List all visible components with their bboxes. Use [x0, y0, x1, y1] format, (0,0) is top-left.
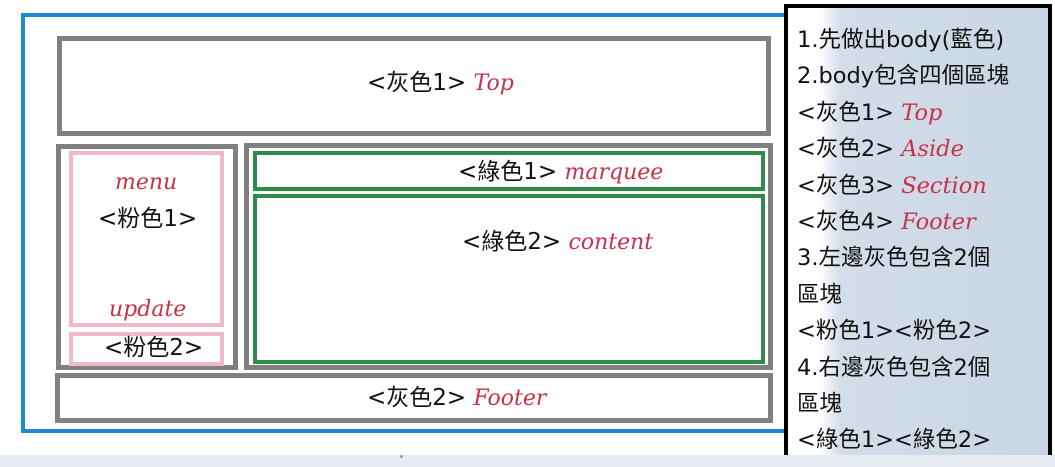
pink1-tag: <粉色1> — [98, 206, 198, 232]
content-name: content — [568, 230, 654, 255]
section-block — [244, 143, 773, 370]
pink1-block — [69, 151, 224, 327]
note-line-8: 區塊 — [797, 281, 843, 308]
footer-name: Footer — [473, 386, 547, 411]
green1-tag: <綠色1> — [458, 159, 558, 185]
note-4-name: Aside — [901, 136, 964, 163]
note-3-tag: <灰色1> — [797, 99, 895, 126]
top-tag: <灰色1> — [367, 70, 467, 96]
note-line-6: <灰色4> Footer — [797, 204, 1048, 240]
note-line-10: 4.右邊灰色包含2個 — [797, 354, 991, 381]
note-line-5: <灰色3> Section — [797, 168, 1048, 204]
dot-marker — [400, 455, 403, 458]
marquee-name: marquee — [564, 160, 664, 185]
notes-panel: 1.先做出body(藍色) 2.body包含四個區塊 <灰色1> Top <灰色… — [784, 4, 1052, 460]
note-line-7: 3.左邊灰色包含2個 — [797, 245, 991, 272]
note-line-12: <綠色1><綠色2> — [797, 427, 992, 454]
pink1-caption: menu — [115, 171, 177, 194]
top-label: <灰色1> Top — [367, 72, 514, 95]
green2-block — [253, 194, 765, 364]
footer-label: <灰色2> Footer — [367, 387, 546, 410]
note-5-name: Section — [901, 172, 987, 199]
note-line-9: <粉色1><粉色2> — [797, 318, 992, 345]
green2-label: <綠色2> content — [462, 231, 653, 254]
green1-label: <綠色1> marquee — [458, 161, 663, 184]
footer-block — [55, 373, 773, 423]
top-block — [57, 36, 771, 136]
update-caption: update — [109, 297, 187, 322]
note-6-tag: <灰色4> — [797, 209, 895, 236]
note-line-2: 2.body包含四個區塊 — [797, 63, 1010, 90]
pink2-tag: <粉色2> — [104, 335, 204, 361]
note-line-1: 1.先做出body(藍色) — [797, 27, 1005, 53]
aside-block — [56, 144, 238, 370]
green2-tag: <綠色2> — [462, 229, 562, 255]
note-line-3: <灰色1> Top — [797, 95, 1048, 131]
menu-caption: menu — [115, 170, 178, 195]
note-6-name: Footer — [901, 209, 976, 236]
pink1-footer-caption: update — [109, 298, 186, 321]
top-name: Top — [473, 71, 514, 96]
note-3-name: Top — [901, 99, 943, 126]
bottom-strip — [0, 455, 1055, 467]
note-4-tag: <灰色2> — [797, 136, 895, 163]
note-line-11: 區塊 — [797, 391, 843, 418]
note-line-4: <灰色2> Aside — [797, 131, 1048, 167]
note-5-tag: <灰色3> — [797, 172, 895, 199]
pink2-block — [69, 332, 224, 366]
green1-block — [253, 151, 765, 191]
footer-tag: <灰色2> — [367, 385, 467, 411]
